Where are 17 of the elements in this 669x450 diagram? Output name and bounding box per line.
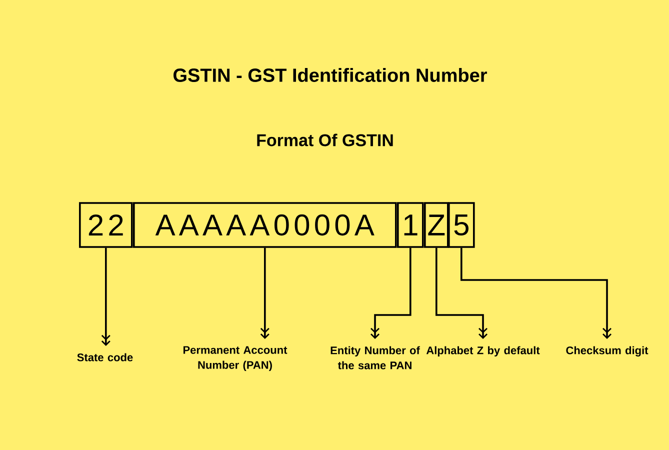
field-label: Entity Number of the same PAN <box>330 346 420 370</box>
field-label: Checksum digit <box>566 346 648 356</box>
field-label: Permanent Account Number (PAN) <box>183 346 288 372</box>
arrow <box>260 248 270 339</box>
field-label: State code <box>77 353 133 362</box>
character-box: AAAAA0000A <box>133 202 397 248</box>
subtitle: Format Of GSTIN <box>257 134 393 146</box>
arrow <box>436 248 488 339</box>
character-box: 1 <box>397 202 424 248</box>
character-box: 22 <box>79 202 133 248</box>
arrow <box>460 248 612 339</box>
title: GSTIN - GST Identification Number <box>174 68 488 82</box>
character-box: Z <box>424 202 449 248</box>
character-box: 5 <box>448 202 475 248</box>
arrow <box>370 248 412 339</box>
arrow <box>101 248 110 346</box>
field-label: Alphabet Z by default <box>426 346 540 356</box>
